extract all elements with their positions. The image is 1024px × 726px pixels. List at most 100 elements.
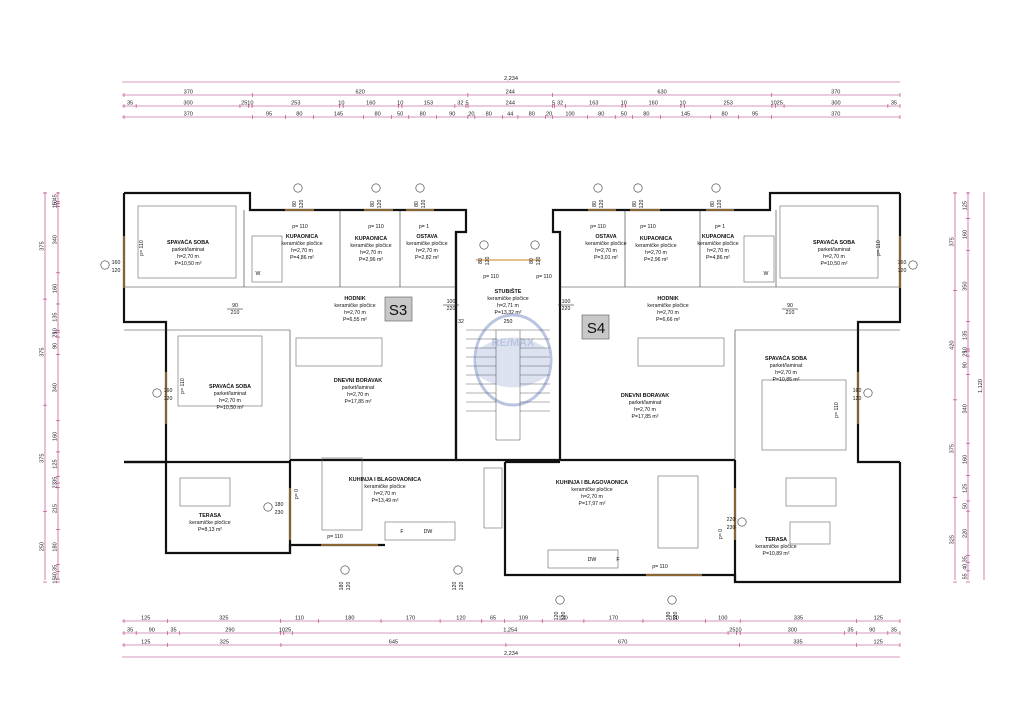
top-dim-row3-1: 95 (266, 112, 272, 118)
opening-width: 160 (164, 388, 173, 394)
top-dim-row2-9: 32 (457, 101, 463, 107)
right-dim-inner-0: 125 (963, 201, 969, 210)
room-finish: keramičke pločice (635, 243, 676, 249)
door-p0-2: p= 0 (718, 529, 724, 539)
left-dim-inner-16: 35 (53, 565, 59, 571)
top-dim-row3-11: 80 (529, 112, 535, 118)
top-dim-row3-10: 44 (507, 112, 513, 118)
left-dim-inner-12: 35 (53, 477, 59, 483)
terrace-table-2 (789, 521, 831, 545)
opening-width: 220 (727, 517, 736, 523)
right-dim-inner-6: 90 (963, 362, 969, 368)
room-finish: parket/laminat (770, 363, 803, 369)
opening-height: 120 (485, 257, 491, 266)
door-p-2: p= 1 (419, 224, 429, 230)
top-dim-row3-17: 145 (681, 112, 690, 118)
room-area: P=10,50 m² (821, 261, 848, 267)
bed-3 (779, 205, 879, 279)
left-dim-inner-2: 15 (53, 202, 59, 208)
room-name: TERASA (199, 513, 221, 519)
top-dim-row3-3: 145 (334, 112, 343, 118)
room-area: P=3,01 m² (594, 255, 618, 261)
top-dim-row3-13: 100 (565, 112, 574, 118)
opening-height: 120 (112, 268, 121, 274)
door-p0-1: p= 0 (294, 489, 300, 499)
opening-height: 120 (717, 200, 723, 209)
left-dim-inner-5: 135 (53, 312, 59, 321)
opening-height: 120 (164, 396, 173, 402)
opening-height: 120 (421, 200, 427, 209)
top-dim-row3-0: 370 (184, 112, 193, 118)
left-dim-inner-8: 90 (53, 343, 59, 349)
left-dim-outer-0: 375 (40, 241, 46, 250)
top-dim-row2-15: 10 (621, 101, 627, 107)
right-dim-inner-4: 10 (963, 347, 969, 353)
fridge-label-1: F (400, 529, 403, 535)
room-finish: keramičke pločice (334, 303, 375, 309)
bottom-dim-row1-11: 100 (718, 616, 727, 622)
room-height: h=2,70 m (634, 407, 656, 413)
top-dim-row2-7: 10 (397, 101, 403, 107)
right-dim-inner-13: 40 (963, 564, 969, 570)
room-height: h=2,70 m (177, 254, 199, 260)
bed-4 (761, 379, 847, 451)
room-height: h=2,70 m (581, 494, 603, 500)
room-finish: keramičke pločice (585, 241, 626, 247)
door-p-0: p= 110 (292, 224, 308, 230)
door-90-210-2-top: 90 (787, 303, 793, 309)
door-100-220-1-bottom: 220 (447, 306, 456, 312)
top-dim-row3-20: 370 (831, 112, 840, 118)
room-area: P=6,66 m² (656, 317, 680, 323)
right-dim-inner-11: 220 (963, 529, 969, 538)
left-dim-inner-11: 125 (53, 459, 59, 468)
left-dim-inner-1: 10 (53, 200, 59, 206)
opening-width: 120 (554, 612, 560, 621)
right-dim-inner-5: 25 (963, 350, 969, 356)
bottom-dim-row2-10: 35 (847, 628, 853, 634)
opening-width: 80 (292, 201, 298, 207)
top-dim-row1-1: 620 (356, 90, 365, 96)
right-dim-inner-1: 160 (963, 230, 969, 239)
bottom-dim-row2-1: 90 (149, 628, 155, 634)
left-dimension-chains: 3753753752504510153401601351025903401601… (40, 192, 60, 584)
top-dim-row2-10: 5 (465, 101, 468, 107)
top-dim-row2-22: 35 (891, 101, 897, 107)
room-name: OSTAVA (416, 234, 437, 240)
room-area: P=8,13 m² (198, 527, 222, 533)
top-dim-row2-11: 244 (506, 101, 515, 107)
top-dim-row2-20: 25 (777, 101, 783, 107)
right-dim-inner-10: 50 (963, 503, 969, 509)
opening-width: 80 (710, 201, 716, 207)
door-100-220-1-top: 100 (447, 299, 456, 305)
right-dim-outer-0: 375 (950, 237, 956, 246)
bottom-dim-row2-6: 1,254 (503, 628, 517, 634)
room-name: KUHINJA I BLAGOVAONICA (349, 477, 421, 483)
top-dim-row2-13: 32 (557, 101, 563, 107)
opening-height: 120 (346, 582, 352, 591)
room-area: P=2,96 m² (359, 257, 383, 263)
top-dim-row3-4: 80 (374, 112, 380, 118)
room-name: KUHINJA I BLAGOVAONICA (556, 480, 628, 486)
room-height: h=2,70 m (595, 248, 617, 254)
dining-table-1 (321, 457, 363, 531)
bottom-dim-row2-4: 10 (279, 628, 285, 634)
windows (123, 209, 901, 576)
bottom-dim-row1-10: 180 (670, 616, 679, 622)
room-height: h=2,70 m (416, 248, 438, 254)
room-height: h=2,70 m (823, 254, 845, 260)
room-name: HODNIK (657, 296, 678, 302)
bottom-dim-row2-12: 35 (891, 628, 897, 634)
bottom-dim-row1-0: 125 (141, 616, 150, 622)
